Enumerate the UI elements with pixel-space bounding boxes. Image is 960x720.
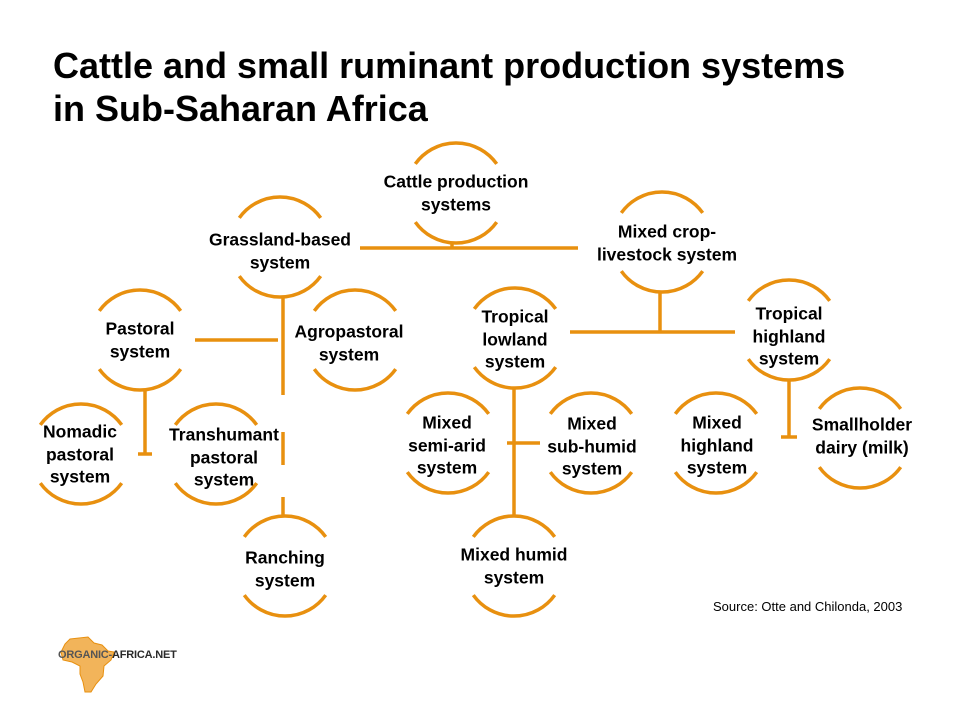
node-arc-top-transhumant (173, 402, 259, 426)
node-label-line: sub-humid (547, 435, 637, 456)
node-label-line: system (254, 570, 316, 590)
node-label-line: Mixed crop- (617, 221, 717, 242)
node-arcs (38, 141, 903, 618)
node-arc-bottom-mixed_crop (619, 270, 705, 294)
node-label-line: Transhumant (169, 424, 279, 445)
source-citation: Source: Otte and Chilonda, 2003 (713, 599, 903, 614)
node-label-line: system (193, 469, 255, 490)
node-label-line: system (758, 348, 820, 369)
node-label-line: system (483, 567, 545, 587)
node-label-line: system (561, 458, 623, 479)
node-label-line: system (484, 351, 546, 372)
node-label-line: Ranching (245, 547, 325, 568)
node-arc-bottom-smallholder (817, 466, 903, 490)
node-label-line: Mixed (567, 413, 617, 434)
node-arc-top-ranching (242, 514, 328, 538)
node-label-line: system (318, 344, 380, 364)
node-arc-bottom-cattle (413, 221, 499, 245)
node-arc-top-smallholder (817, 386, 903, 410)
logo-text: ORGANIC-AFRICA.NET (58, 649, 177, 661)
node-label-line: Mixed humid (460, 544, 568, 565)
title-line-2: in Sub-Saharan Africa (53, 88, 428, 129)
node-label-line: system (416, 457, 478, 478)
node-label-line: systems (420, 194, 492, 214)
title-line-1: Cattle and small ruminant production sys… (53, 45, 846, 86)
node-arc-top-tropical_lowland (472, 286, 558, 310)
node-label-line: Mixed (422, 412, 472, 433)
node-label-line: pastoral (45, 443, 115, 464)
node-label-line: Cattle production (383, 171, 529, 192)
node-arc-bottom-semi_arid (405, 471, 491, 495)
node-arc-bottom-agropastoral (312, 368, 398, 392)
node-arc-top-mixed_highland (673, 391, 759, 415)
node-label-line: system (109, 341, 171, 361)
node-arc-bottom-ranching (242, 594, 328, 618)
node-arc-top-pastoral (97, 288, 183, 312)
node-arc-bottom-transhumant (173, 482, 259, 506)
node-mixed-crop-livestock-system: Mixed crop-livestock system (597, 221, 737, 266)
node-arc-top-humid (471, 514, 557, 538)
logo-text-part-1: ORGANIC- (58, 649, 113, 661)
node-label-line: Tropical (481, 306, 549, 327)
logo-text-part-2: AFRICA.NET (112, 649, 177, 661)
page-title: Cattle and small ruminant production sys… (53, 44, 933, 130)
node-arc-top-mixed_crop (619, 190, 705, 214)
node-label-line: highland (752, 325, 826, 346)
connector-lines (138, 243, 797, 517)
node-arc-top-nomadic (38, 402, 124, 426)
node-label-line: semi-arid (408, 434, 486, 455)
node-label-line: Pastoral (105, 318, 175, 339)
node-arc-top-semi_arid (405, 391, 491, 415)
node-arc-bottom-pastoral (97, 368, 183, 392)
node-arc-top-tropical_highland (746, 278, 832, 302)
node-label-line: system (49, 466, 111, 487)
node-label-line: system (686, 457, 748, 478)
node-label-line: Agropastoral (294, 321, 404, 342)
node-label-line: highland (680, 434, 754, 455)
africa-map-icon (60, 636, 115, 693)
node-label-line: lowland (482, 328, 548, 349)
node-arc-top-grassland (237, 195, 323, 219)
node-arc-bottom-tropical_highland (746, 358, 832, 382)
node-label-line: system (249, 252, 311, 272)
node-arc-top-cattle (413, 141, 499, 165)
node-label-line: livestock system (596, 244, 738, 264)
node-label-line: dairy (milk) (815, 437, 909, 457)
organic-africa-logo: ORGANIC-AFRICA.NET (58, 636, 177, 696)
node-arc-bottom-nomadic (38, 482, 124, 506)
node-arc-bottom-mixed_highland (673, 471, 759, 495)
node-label-line: Grassland-based (209, 229, 351, 250)
node-label-line: Smallholder (811, 414, 913, 435)
node-arc-bottom-tropical_lowland (472, 366, 558, 390)
node-label-line: pastoral (189, 446, 259, 467)
node-arc-bottom-humid (471, 594, 557, 618)
node-arc-top-agropastoral (312, 288, 398, 312)
node-arc-bottom-grassland (237, 275, 323, 299)
node-arc-top-sub_humid (548, 391, 634, 415)
node-label-line: Nomadic (43, 421, 117, 442)
node-label-line: Tropical (755, 303, 823, 324)
node-label-line: Mixed (692, 412, 742, 433)
node-arc-bottom-sub_humid (548, 471, 634, 495)
